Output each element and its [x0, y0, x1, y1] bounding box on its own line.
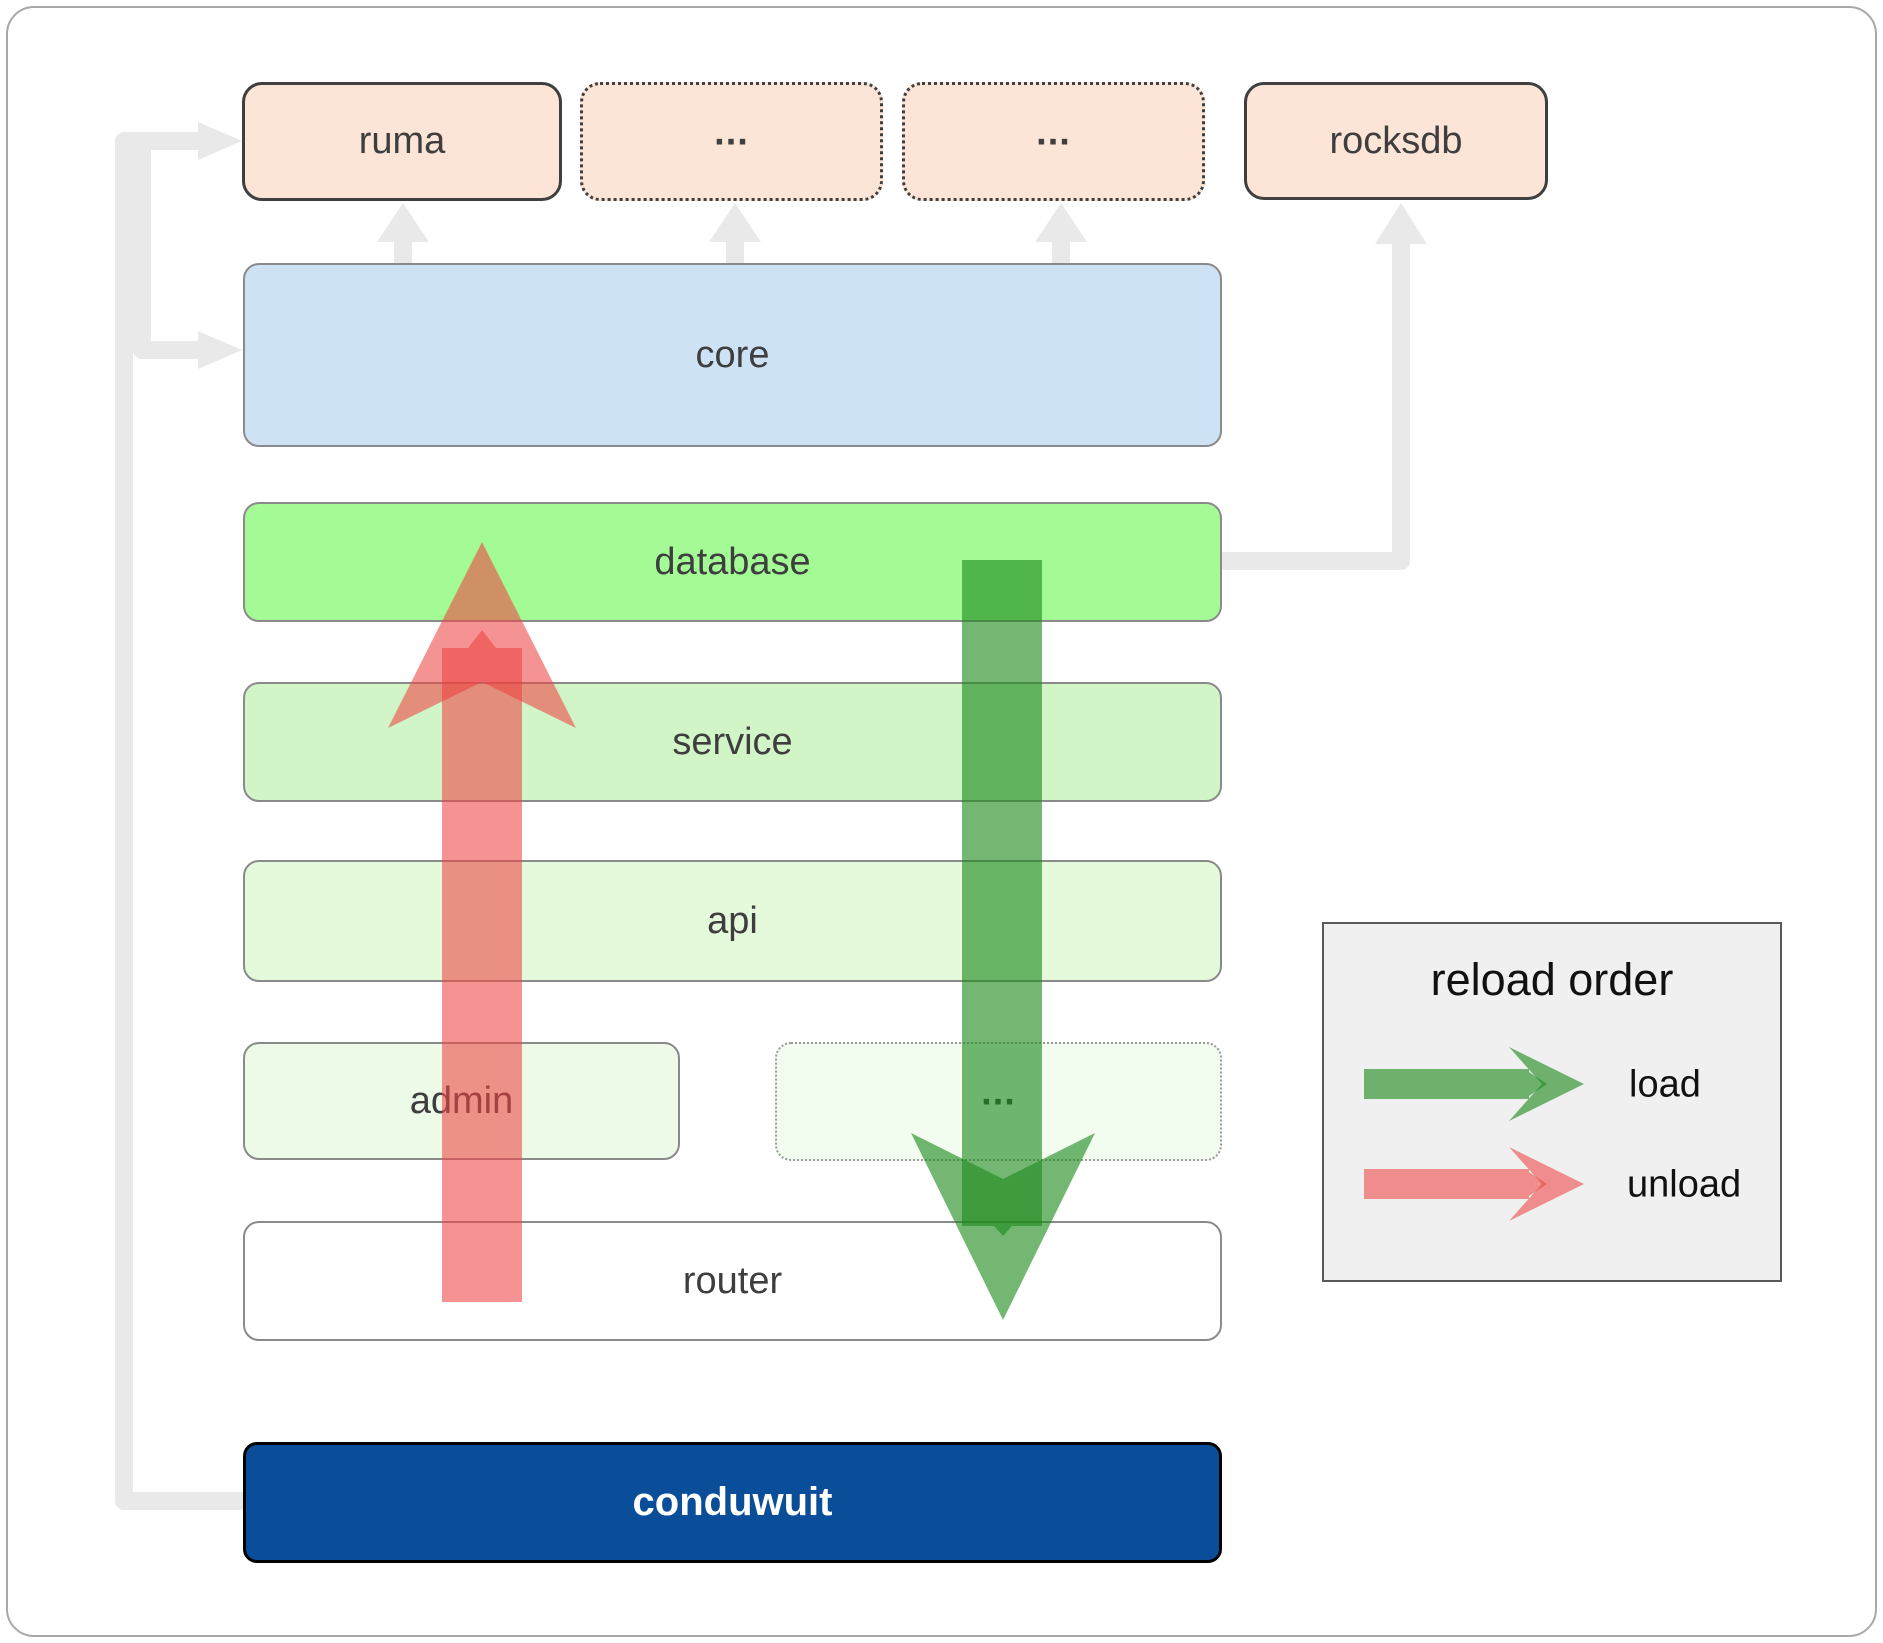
- node-label-ruma: ruma: [358, 120, 446, 162]
- node-dep2: ...: [902, 82, 1205, 201]
- legend: reload order load unload: [1322, 922, 1782, 1282]
- node-service-more: ...: [775, 1042, 1222, 1161]
- node-admin: admin: [243, 1042, 680, 1160]
- node-label-dep1: ...: [714, 111, 749, 154]
- node-router: router: [243, 1221, 1222, 1341]
- legend-unload-arrow-head: [1509, 1147, 1584, 1221]
- node-label-dep2: ...: [1036, 111, 1071, 154]
- node-label-rocksdb: rocksdb: [1329, 119, 1463, 162]
- legend-load-arrow-shaft: [1364, 1069, 1547, 1099]
- node-ruma: ruma: [242, 82, 562, 201]
- legend-label-unload: unload: [1627, 1163, 1742, 1206]
- node-api: api: [243, 860, 1222, 982]
- node-core: core: [243, 263, 1222, 447]
- node-label-admin: admin: [409, 1079, 514, 1122]
- node-conduwuit: conduwuit: [243, 1442, 1222, 1563]
- node-service: service: [243, 682, 1222, 802]
- node-label-core: core: [695, 333, 770, 376]
- node-dep1: ...: [580, 82, 883, 201]
- outer-frame: [6, 6, 1877, 1637]
- node-label-service: service: [672, 720, 793, 763]
- node-database: database: [243, 502, 1222, 622]
- node-label-api: api: [707, 899, 758, 942]
- node-label-conduwuit: conduwuit: [632, 1480, 833, 1524]
- node-label-database: database: [654, 540, 811, 583]
- node-label-router: router: [682, 1259, 783, 1302]
- node-rocksdb: rocksdb: [1244, 82, 1548, 200]
- node-label-service-more: ...: [981, 1071, 1016, 1114]
- legend-load-arrow-head: [1509, 1047, 1584, 1121]
- legend-label-load: load: [1629, 1063, 1701, 1106]
- legend-title: reload order: [1430, 954, 1674, 1005]
- legend-unload-arrow-shaft: [1364, 1169, 1547, 1199]
